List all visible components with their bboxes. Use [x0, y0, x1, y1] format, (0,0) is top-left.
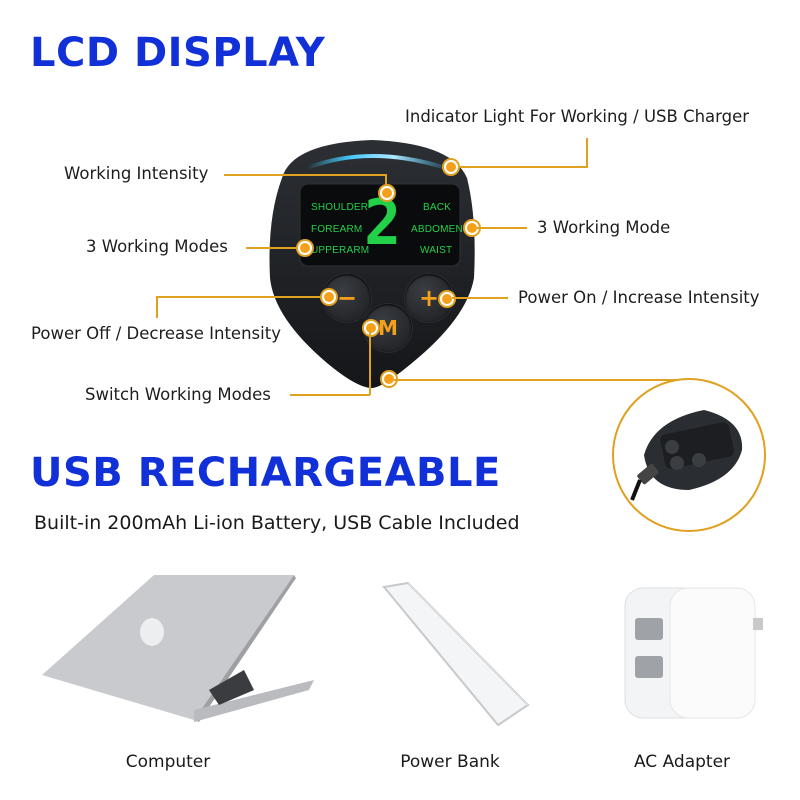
usb-subtitle: Built-in 200mAh Li-ion Battery, USB Cabl… [34, 512, 520, 534]
callout-line-usb [394, 379, 694, 381]
label-modes-left: 3 Working Modes [86, 237, 228, 256]
callout-dot-modes-left [298, 241, 312, 255]
charger-label-power-bank: Power Bank [400, 752, 500, 772]
lcd-mode-back: BACK [423, 202, 452, 213]
callout-line-mode-v [369, 331, 371, 395]
laptop-icon [34, 570, 314, 730]
usb-charging-inset [612, 378, 766, 532]
lcd-mode-abdomen: ABDOMEN [411, 224, 463, 235]
callout-line-intensity [224, 174, 386, 176]
callout-dot-power-off [322, 290, 336, 304]
device-usb-cable-icon [630, 410, 743, 501]
usb-rechargeable-heading: USB RECHARGEABLE [30, 450, 501, 496]
callout-line-power-off-v [156, 296, 158, 318]
label-modes-right: 3 Working Mode [537, 218, 671, 237]
callout-line-power-off [156, 296, 326, 298]
ems-device [262, 138, 482, 398]
lcd-mode-forearm: FOREARM [311, 224, 363, 235]
label-indicator-light: Indicator Light For Working / USB Charge… [405, 107, 750, 126]
device-shell-icon [269, 140, 475, 388]
callout-line-power-on [452, 297, 508, 299]
charger-label-ac-adapter: AC Adapter [633, 752, 731, 772]
callout-dot-power-on [440, 292, 454, 306]
callout-dot-intensity [380, 186, 394, 200]
callout-line-indicator-v [586, 138, 588, 168]
label-working-intensity: Working Intensity [64, 164, 209, 183]
callout-line-indicator [449, 166, 587, 168]
label-switch-modes: Switch Working Modes [85, 385, 271, 404]
lcd-mode-waist: WAIST [420, 245, 453, 256]
lcd-mode-shoulder: SHOULDER [311, 202, 369, 213]
callout-line-modes-left [246, 247, 302, 249]
ac-adapter-icon [615, 578, 765, 728]
lcd-mode-upperarm: UPPERARM [311, 245, 370, 256]
callout-line-modes-right [477, 227, 527, 229]
callout-line-intensity-v [385, 174, 387, 188]
callout-dot-indicator [444, 160, 458, 174]
lcd-intensity-digit: 2 [364, 186, 402, 259]
label-power-off: Power Off / Decrease Intensity [31, 324, 281, 343]
label-power-on: Power On / Increase Intensity [518, 288, 760, 307]
callout-dot-mode [364, 321, 378, 335]
power-bank-icon [378, 575, 538, 735]
callout-line-mode [290, 394, 370, 396]
charger-label-computer: Computer [125, 752, 211, 772]
lcd-display-heading: LCD DISPLAY [30, 30, 326, 76]
